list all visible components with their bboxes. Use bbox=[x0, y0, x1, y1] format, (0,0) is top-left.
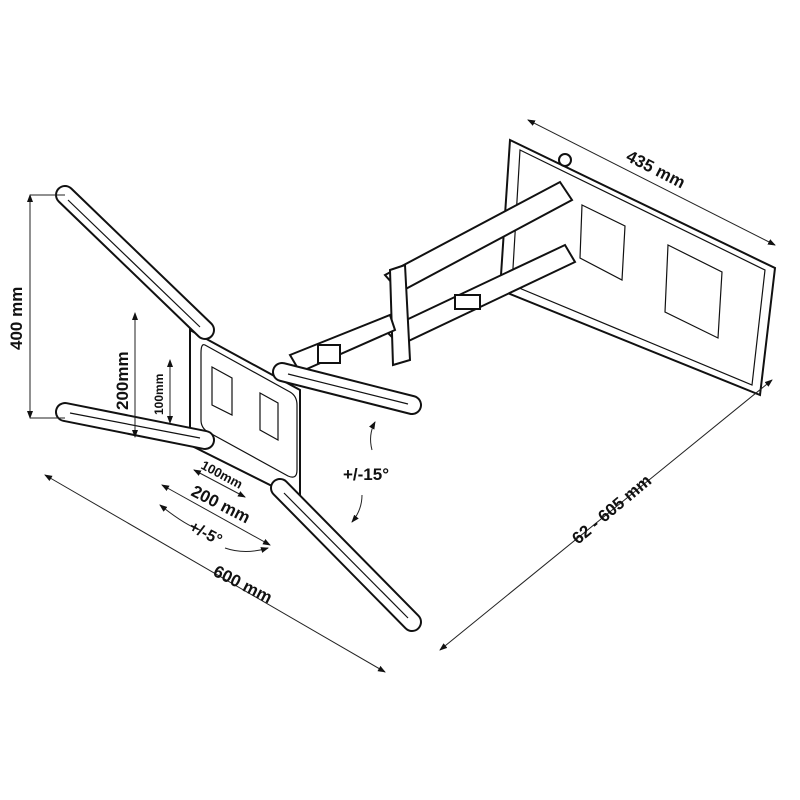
vesa-plate-slot bbox=[259, 391, 279, 442]
tilt-arrow-icon bbox=[369, 421, 376, 451]
label-wall-plate-width: 435 mm bbox=[623, 147, 688, 193]
label-bracket-width: 600 mm bbox=[210, 562, 275, 608]
bracket-arm-lower-right bbox=[270, 478, 422, 632]
wall-plate-bolt bbox=[558, 153, 572, 167]
arm-joint bbox=[388, 263, 412, 367]
articulating-arms bbox=[288, 180, 577, 374]
vesa-plate-slot bbox=[211, 365, 233, 416]
swivel-arrow-icon bbox=[159, 504, 201, 531]
bracket-arm-upper-left bbox=[55, 185, 215, 340]
label-vesa-100-vertical: 100mm bbox=[152, 374, 166, 415]
label-bracket-height: 400 mm bbox=[7, 287, 26, 350]
wall-plate-cutout bbox=[664, 244, 723, 339]
dimension-extension bbox=[439, 379, 773, 651]
label-vesa-200-vertical: 200mm bbox=[113, 351, 132, 410]
dimension-wall-plate-width bbox=[527, 119, 776, 246]
arm-clamp bbox=[317, 344, 341, 364]
label-extension: 62 - 605 mm bbox=[568, 471, 655, 548]
arm-clamp bbox=[454, 294, 481, 310]
dimension-lines bbox=[27, 119, 776, 673]
tilt-arrow-icon bbox=[351, 494, 363, 523]
label-swivel: +/-5° bbox=[186, 518, 224, 549]
swivel-arrow-icon bbox=[224, 547, 269, 553]
label-tilt: +/-15° bbox=[343, 465, 389, 484]
dimension-bracket-width bbox=[44, 474, 386, 673]
front-arm bbox=[288, 313, 397, 374]
bracket-arm-upper-right bbox=[272, 362, 422, 415]
